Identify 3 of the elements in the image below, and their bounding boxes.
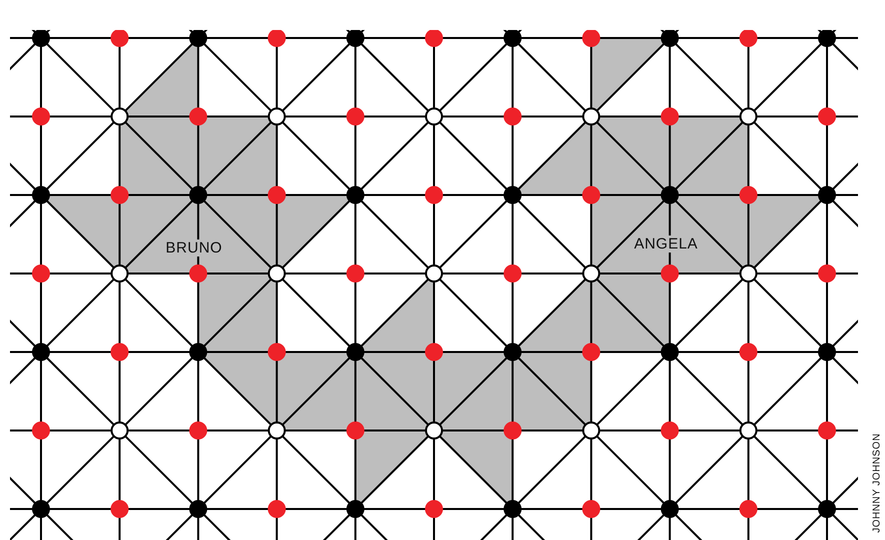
player-name-label: ANGELA bbox=[632, 236, 700, 252]
illustrator-credit: JOHNNY JOHNSON bbox=[872, 433, 882, 533]
player-name-label: BRUNO bbox=[164, 240, 224, 256]
